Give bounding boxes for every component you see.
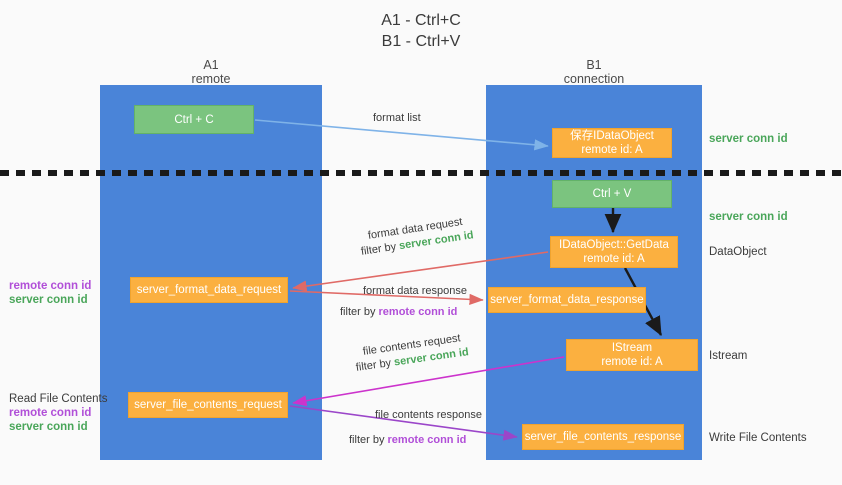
edge-label-format-data-response: format data response [363, 285, 467, 297]
page-title: A1 - Ctrl+C B1 - Ctrl+V [0, 10, 842, 52]
column-b1-sub: connection [563, 72, 625, 86]
node-save-idataobject[interactable]: 保存IDataObject remote id: A [552, 128, 672, 158]
node-ctrl-c-label: Ctrl + C [174, 113, 214, 126]
node-server-file-contents-request-label: server_file_contents_request [134, 399, 282, 411]
filter-prefix-2: filter by [340, 306, 379, 318]
node-save-idataobject-line1: 保存IDataObject [570, 130, 654, 142]
node-ctrl-c[interactable]: Ctrl + C [134, 105, 254, 134]
node-idataobject-getdata-line2: remote id: A [583, 253, 645, 265]
filter-key-remote-conn-id-1: remote conn id [378, 306, 458, 318]
edge-label-format-data-response-filter: filter by remote conn id [340, 305, 457, 319]
annotation-server-conn-id-mid: server conn id [709, 211, 788, 223]
node-istream[interactable]: IStream remote id: A [566, 339, 698, 371]
edge-label-file-contents-response-filter: filter by remote conn id [349, 433, 466, 447]
edge-label-file-contents-response: file contents response [375, 409, 483, 421]
node-istream-line2: remote id: A [601, 356, 663, 368]
node-save-idataobject-line2: remote id: A [581, 144, 643, 156]
node-server-format-data-response-label: server_format_data_response [490, 294, 644, 306]
phase-divider [0, 170, 842, 176]
title-line-2: B1 - Ctrl+V [381, 33, 461, 50]
node-server-file-contents-request[interactable]: server_file_contents_request [128, 392, 288, 418]
title-line-1: A1 - Ctrl+C [381, 12, 461, 29]
column-b1-name: B1 [586, 58, 602, 72]
node-ctrl-v[interactable]: Ctrl + V [552, 180, 672, 208]
edge-label-format-list: format list [373, 112, 421, 124]
filter-prefix-4: filter by [349, 434, 388, 446]
annotation-left-bottom: Read File Contents remote conn id server… [9, 392, 107, 434]
column-a1-name: A1 [203, 58, 219, 72]
node-server-format-data-request-label: server_format_data_request [136, 284, 282, 296]
node-server-file-contents-response-label: server_file_contents_response [524, 431, 682, 443]
node-server-format-data-request[interactable]: server_format_data_request [130, 277, 288, 303]
annotation-left-top: remote conn id server conn id [9, 279, 91, 307]
filter-prefix-3: filter by [355, 356, 395, 374]
column-header-a1: A1 remote [100, 58, 322, 86]
annotation-read-file-contents: Read File Contents [9, 393, 108, 405]
column-a1-sub: remote [191, 72, 231, 86]
filter-prefix-1: filter by [360, 240, 401, 258]
filter-key-remote-conn-id-2: remote conn id [387, 434, 467, 446]
annotation-server-conn-id-top: server conn id [709, 133, 788, 145]
annotation-left-bottom-remote-conn-id: remote conn id [9, 407, 92, 419]
annotation-istream: Istream [709, 350, 748, 362]
node-ctrl-v-label: Ctrl + V [592, 188, 632, 200]
annotation-left-top-remote-conn-id: remote conn id [9, 280, 92, 292]
node-istream-line1: IStream [611, 342, 653, 354]
node-server-format-data-response[interactable]: server_format_data_response [488, 287, 646, 313]
annotation-left-top-server-conn-id: server conn id [9, 294, 88, 306]
node-idataobject-getdata-line1: IDataObject::GetData [559, 239, 669, 251]
node-server-file-contents-response[interactable]: server_file_contents_response [522, 424, 684, 450]
annotation-write-file-contents: Write File Contents [709, 432, 807, 444]
annotation-dataobject: DataObject [709, 246, 767, 258]
column-header-b1: B1 connection [486, 58, 702, 86]
node-idataobject-getdata[interactable]: IDataObject::GetData remote id: A [550, 236, 678, 268]
annotation-left-bottom-server-conn-id: server conn id [9, 421, 88, 433]
